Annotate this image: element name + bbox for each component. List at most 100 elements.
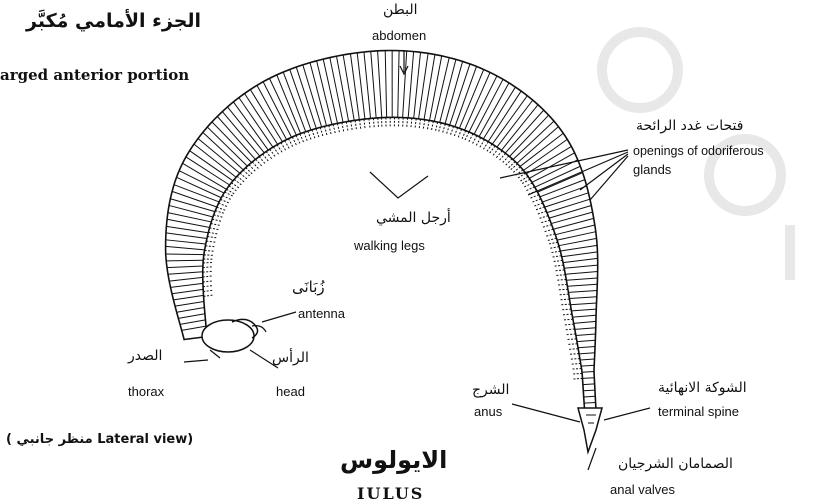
walking-leg [211, 223, 220, 225]
antenna-label-en: antenna [298, 306, 345, 321]
walking-leg [214, 215, 223, 217]
walking-leg [503, 156, 509, 163]
walking-leg [217, 207, 225, 210]
walking-leg [549, 242, 558, 244]
body-segment [583, 384, 595, 385]
walking-leg [270, 149, 275, 156]
walking-leg [203, 281, 212, 282]
walking-leg [558, 284, 567, 285]
head-label-ar: الرأس [272, 350, 309, 366]
walking-leg [568, 339, 577, 340]
walking-leg [220, 199, 228, 202]
anus-label-ar: الشرج [472, 382, 509, 398]
walking-leg [554, 260, 563, 261]
walking-leg [573, 368, 582, 369]
walking-leg [436, 122, 438, 131]
anterior-label-en: arged anterior portion [0, 66, 189, 84]
walking-leg [526, 187, 534, 191]
walking-leg [553, 256, 562, 257]
walking-leg [536, 207, 545, 210]
body-segment [584, 402, 595, 403]
walking-leg [285, 141, 290, 149]
walking-leg [312, 130, 315, 138]
walking-leg [550, 247, 559, 249]
walking-leg [205, 250, 214, 251]
walking-leg [561, 304, 570, 305]
walking-leg [205, 246, 214, 247]
walking-leg [225, 192, 233, 196]
walking-leg [571, 359, 580, 360]
walking-leg [351, 121, 352, 130]
valves-label-en: anal valves [610, 482, 675, 497]
walking-leg [308, 131, 311, 139]
walking-leg [204, 255, 213, 256]
walking-leg [543, 225, 552, 227]
walking-leg [373, 118, 374, 127]
walking-leg [562, 309, 571, 310]
walking-leg [506, 159, 512, 165]
walking-leg [462, 131, 466, 139]
walking-leg [411, 118, 412, 127]
walking-leg [538, 211, 547, 214]
walking-leg [325, 126, 327, 135]
walking-leg [346, 122, 348, 131]
body-segment [582, 378, 594, 379]
walking-leg [266, 152, 271, 159]
walking-leg [559, 289, 568, 290]
walking-leg [320, 127, 323, 136]
walking-leg [556, 275, 565, 276]
walking-leg [432, 121, 434, 130]
legs-label-ar: أرجل المشي [376, 210, 451, 226]
walking-leg [304, 132, 307, 140]
millipede-body [166, 51, 598, 410]
walking-leg [447, 125, 450, 134]
walking-leg [465, 132, 469, 140]
glands-label-en-2: glands [633, 162, 671, 177]
walking-leg [573, 378, 582, 379]
walking-leg [560, 294, 569, 295]
abdomen-label-en: abdomen [372, 28, 426, 43]
walking-leg [403, 118, 404, 127]
walking-leg [534, 203, 542, 206]
glands-label-ar: فتحات غدد الرائحة [636, 118, 743, 134]
walking-leg [215, 211, 224, 214]
spine-label-ar: الشوكة الانهائية [658, 380, 747, 396]
lateral-view-caption: ( منظر جانبي Lateral view) [6, 432, 193, 447]
walking-leg [490, 146, 495, 153]
head-drawing [202, 319, 266, 352]
walking-leg [208, 232, 217, 234]
walking-leg [342, 123, 344, 132]
walking-leg [513, 167, 520, 172]
walking-leg [256, 159, 262, 166]
walking-leg [565, 324, 574, 325]
walking-leg [240, 173, 247, 179]
valves-label-ar: الصمامان الشرجيان [618, 456, 733, 472]
walking-leg [496, 151, 502, 158]
walking-leg [292, 137, 296, 145]
walking-leg [378, 118, 379, 127]
walking-leg [249, 165, 255, 171]
walking-leg [203, 286, 212, 287]
walking-leg [454, 128, 457, 136]
walking-leg [212, 219, 221, 221]
walking-leg [226, 189, 234, 194]
walking-leg [545, 229, 554, 231]
body-segment [583, 390, 595, 391]
walking-leg [469, 134, 473, 142]
walking-leg [500, 153, 506, 160]
walking-leg [451, 126, 454, 134]
walking-leg [203, 267, 212, 268]
walking-leg [203, 271, 212, 272]
walking-leg [210, 228, 219, 230]
walking-leg [229, 186, 237, 191]
body-segment [166, 254, 204, 255]
walking-leg [443, 124, 446, 133]
walking-leg [360, 120, 361, 129]
title-en: IULUS [357, 484, 424, 503]
walking-leg [524, 183, 532, 187]
thorax-label-ar: الصدر [128, 348, 162, 364]
walking-leg [540, 216, 549, 219]
walking-leg [423, 120, 424, 129]
walking-leg [573, 373, 582, 374]
title-ar: الايولوس [340, 446, 447, 474]
